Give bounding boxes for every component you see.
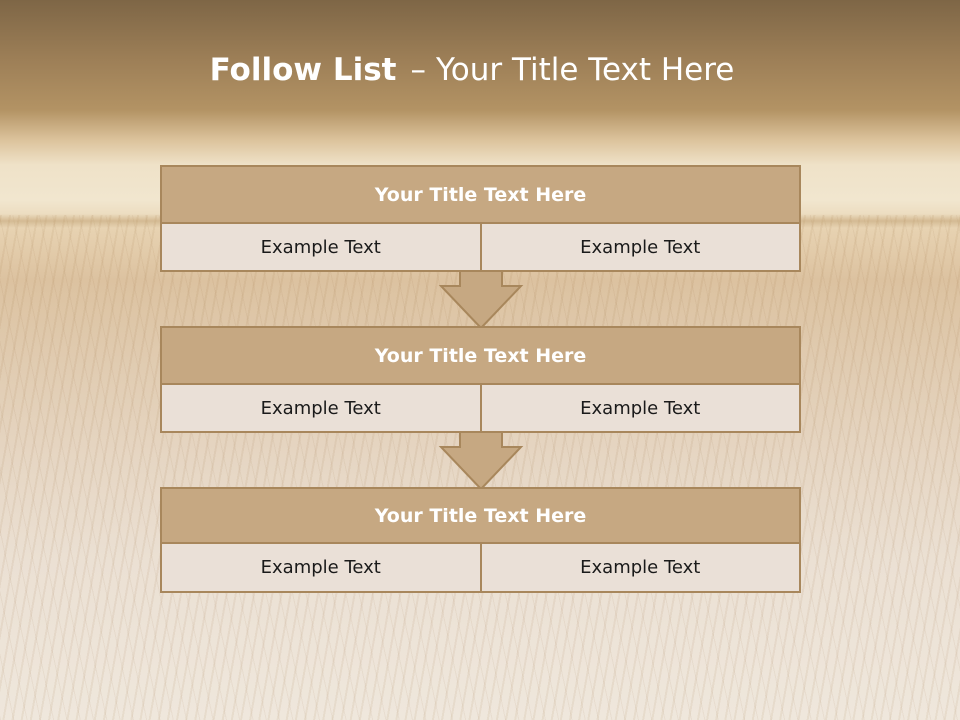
block-2-cell-right: Example Text bbox=[479, 383, 801, 433]
flow-block-2: Your Title Text Here Example Text Exampl… bbox=[160, 326, 801, 433]
block-title-2: Your Title Text Here bbox=[160, 326, 801, 385]
block-row-2: Example Text Example Text bbox=[160, 383, 801, 433]
block-1-cell-right: Example Text bbox=[479, 222, 801, 272]
block-title-3: Your Title Text Here bbox=[160, 487, 801, 544]
block-title-1: Your Title Text Here bbox=[160, 165, 801, 224]
slide-title-rest: Your Title Text Here bbox=[435, 52, 735, 88]
block-2-cell-left: Example Text bbox=[160, 383, 482, 433]
block-row-1: Example Text Example Text bbox=[160, 222, 801, 272]
block-3-cell-right: Example Text bbox=[479, 542, 801, 593]
down-arrow-2 bbox=[438, 431, 524, 491]
flow-block-1: Your Title Text Here Example Text Exampl… bbox=[160, 165, 801, 272]
block-row-3: Example Text Example Text bbox=[160, 542, 801, 593]
flow-block-3: Your Title Text Here Example Text Exampl… bbox=[160, 487, 801, 593]
slide-title-separator: – bbox=[410, 52, 426, 88]
slide-title-bold: Follow List bbox=[209, 52, 397, 88]
slide-title: Follow List–Your Title Text Here bbox=[0, 52, 944, 88]
block-3-cell-left: Example Text bbox=[160, 542, 482, 593]
block-1-cell-left: Example Text bbox=[160, 222, 482, 272]
down-arrow-1 bbox=[438, 270, 524, 330]
